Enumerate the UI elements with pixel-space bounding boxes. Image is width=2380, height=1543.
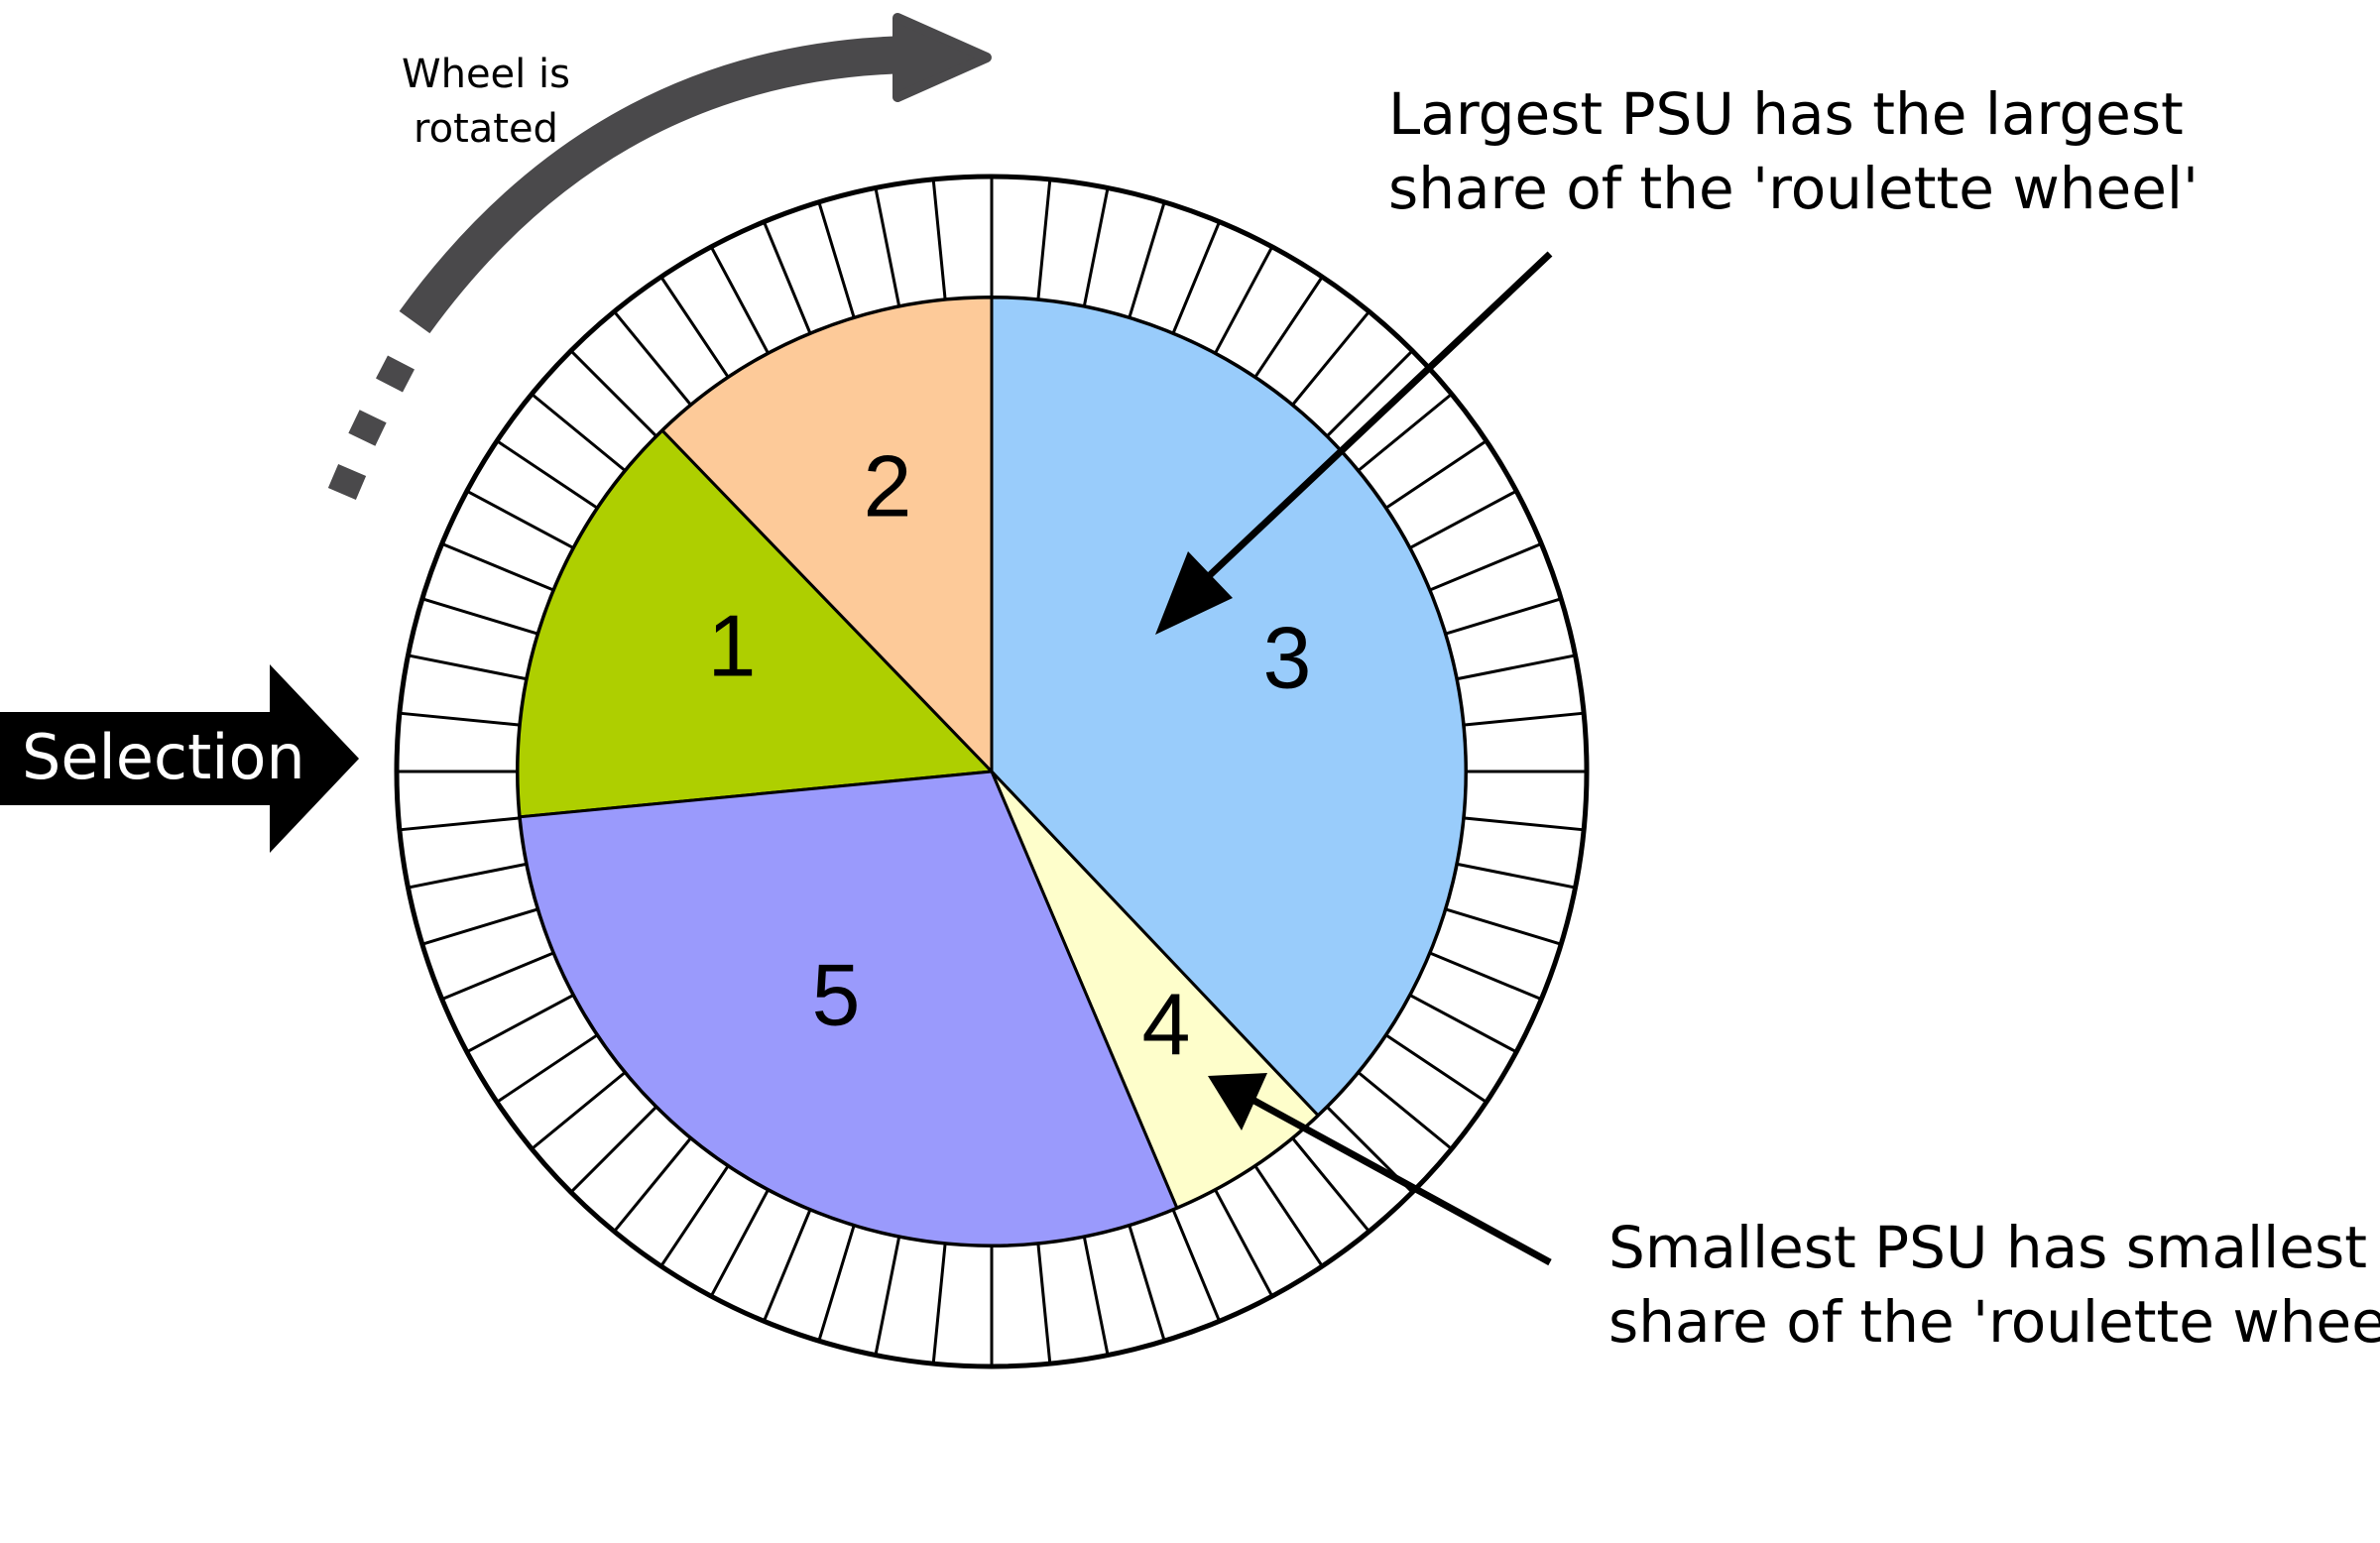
segment-3-label: 3 — [1263, 608, 1312, 706]
wheel-tick — [441, 951, 554, 1001]
wheel-tick — [1429, 542, 1542, 592]
wheel-tick — [1036, 1243, 1052, 1365]
wheel-tick — [1082, 187, 1110, 307]
wheel-ticks — [397, 177, 1587, 1366]
smallest-annotation-line1: Smallest PSU has smallest — [1608, 1214, 2367, 1281]
wheel-tick — [531, 1071, 627, 1150]
wheel-tick — [466, 994, 575, 1054]
wheel-tick — [1214, 1188, 1274, 1297]
segment-2-label: 2 — [864, 436, 912, 534]
wheel-tick — [659, 276, 730, 379]
wheel-tick — [441, 542, 554, 592]
segment-2 — [659, 296, 994, 775]
segment-1 — [516, 428, 996, 819]
wheel-tick — [1082, 1236, 1110, 1356]
wheel-tick — [659, 1164, 730, 1267]
wheel-tick — [399, 816, 521, 832]
segment-4-label: 4 — [1142, 975, 1191, 1073]
wheel-tick — [421, 907, 539, 946]
wheel-tick — [1128, 1224, 1166, 1342]
wheel-tick — [408, 653, 528, 681]
wheel-tick — [1128, 201, 1166, 319]
segment-1-label: 1 — [708, 596, 757, 694]
wheel-tick — [531, 393, 627, 472]
segment-5-label: 5 — [812, 945, 861, 1043]
wheel-tick — [1291, 310, 1370, 407]
selection-arrow: Selection — [0, 664, 359, 853]
wheel-tick — [1357, 393, 1453, 472]
wheel-tick — [1408, 489, 1517, 549]
wheel-tick — [817, 1224, 856, 1342]
wheel-tick — [1429, 951, 1542, 1001]
wheel-tick — [1253, 1164, 1324, 1267]
wheel-tick — [1463, 711, 1585, 727]
wheel-tick — [496, 439, 599, 510]
wheel-tick — [1325, 349, 1414, 438]
wheel-tick — [1214, 246, 1274, 355]
wheel-tick — [874, 1236, 901, 1356]
wheel-tick — [1444, 597, 1562, 636]
smallest-annotation-line2: share of the 'roulette wheel' — [1608, 1288, 2380, 1356]
largest-annotation-line1: Largest PSU has the largest — [1388, 80, 2184, 148]
wheel-tick — [1291, 1136, 1370, 1233]
wheel-tick — [1384, 1033, 1488, 1104]
wheel-tick — [817, 201, 856, 319]
largest-pointer-arrow — [1155, 251, 1553, 635]
wheel-tick — [931, 178, 947, 300]
wheel-tick — [1357, 1071, 1453, 1150]
wheel-tick — [1384, 439, 1488, 510]
wheel-tick — [709, 1188, 770, 1297]
wheel-segments — [516, 296, 1468, 1247]
wheel-tick — [1036, 178, 1052, 300]
wheel-tick — [763, 1209, 812, 1322]
segment-5 — [518, 770, 1179, 1247]
wheel-tick — [399, 711, 521, 727]
wheel-tick — [1456, 653, 1576, 681]
wheel-tick — [931, 1243, 947, 1365]
wheel-tick — [1408, 994, 1517, 1054]
wheel-tick — [613, 310, 692, 407]
wheel-tick — [466, 489, 575, 549]
wheel-tick — [1456, 862, 1576, 890]
wheel-tick — [569, 349, 658, 438]
wheel-tick — [421, 597, 539, 636]
wheel-tick — [613, 1136, 692, 1233]
selection-label: Selection — [22, 721, 305, 793]
wheel-tick — [709, 246, 770, 355]
largest-annotation-line2: share of the 'roulette wheel' — [1388, 155, 2199, 222]
wheel-tick — [763, 221, 812, 334]
wheel-tick — [569, 1105, 658, 1194]
wheel-tick — [1253, 276, 1324, 379]
wheel-tick — [496, 1033, 599, 1104]
wheel-tick — [408, 862, 528, 890]
rotation-arrow — [327, 13, 992, 500]
wheel-tick — [1444, 907, 1562, 946]
smallest-pointer-arrow — [1208, 1073, 1552, 1266]
wheel-tick — [1171, 221, 1221, 334]
segment-3 — [990, 296, 1468, 1118]
wheel-tick — [1171, 1209, 1221, 1322]
rotation-note-line2: rotated — [414, 106, 558, 152]
rotation-note-line1: Wheel is — [402, 52, 570, 97]
wheel-tick — [1463, 816, 1585, 832]
wheel-tick — [874, 187, 901, 307]
